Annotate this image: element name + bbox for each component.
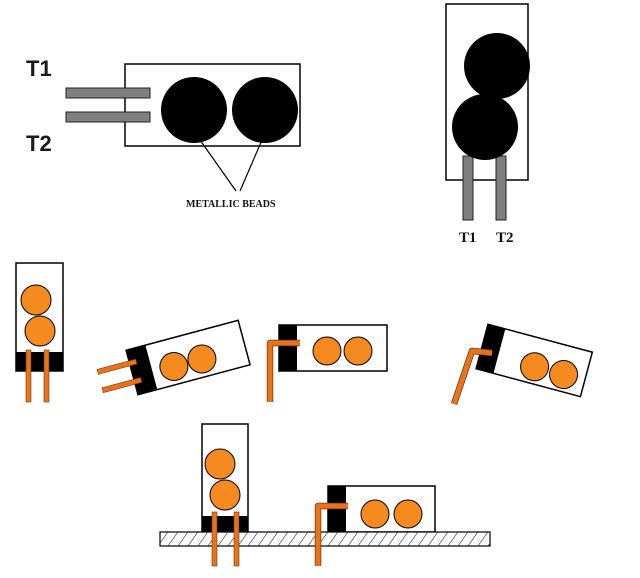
bead <box>204 448 236 480</box>
bead <box>343 336 373 366</box>
metallic-bead <box>161 77 227 143</box>
bead <box>209 479 241 511</box>
label-pin-t2: T2 <box>496 230 514 246</box>
bead <box>393 499 423 529</box>
bead <box>20 284 52 316</box>
lead <box>101 377 143 394</box>
label-t1: T1 <box>26 56 52 81</box>
bead <box>520 352 550 382</box>
terminal-t2 <box>65 111 151 123</box>
label-metallic-beads: METALLIC BEADS <box>186 199 276 210</box>
pcb-mounting <box>159 423 491 567</box>
metallic-bead <box>452 94 518 160</box>
lead <box>233 511 240 567</box>
lead <box>43 349 50 403</box>
bead <box>159 351 189 381</box>
bead <box>549 360 579 390</box>
orientation-upright <box>15 262 64 403</box>
bead <box>312 336 342 366</box>
switch-base <box>279 325 297 371</box>
switch-base <box>16 352 63 371</box>
label-t2: T2 <box>26 131 52 156</box>
metallic-bead <box>464 33 530 99</box>
horizontal-switch-top-left: T1 T2 METALLIC BEADS <box>26 56 301 210</box>
bead-pointer-line <box>199 139 237 192</box>
pin-t2 <box>495 155 507 221</box>
pin-t1 <box>462 155 474 221</box>
switch-base <box>126 345 158 395</box>
label-pin-t1: T1 <box>459 230 477 246</box>
lead <box>25 349 32 403</box>
orientation-tilted-left <box>96 319 251 396</box>
pcb-board <box>159 531 491 547</box>
bead <box>187 344 217 374</box>
terminal-t1 <box>65 87 151 99</box>
orientation-tilted-right <box>475 323 594 398</box>
switch-base <box>476 324 506 374</box>
vertical-switch-top-right: T1 T2 <box>445 3 530 246</box>
orientation-horizontal-bent <box>266 324 388 402</box>
lead <box>211 511 218 567</box>
bead-pointer-line <box>239 139 263 192</box>
bead <box>360 499 390 529</box>
bead <box>24 315 56 347</box>
metallic-bead <box>232 77 298 143</box>
lead <box>96 358 138 375</box>
